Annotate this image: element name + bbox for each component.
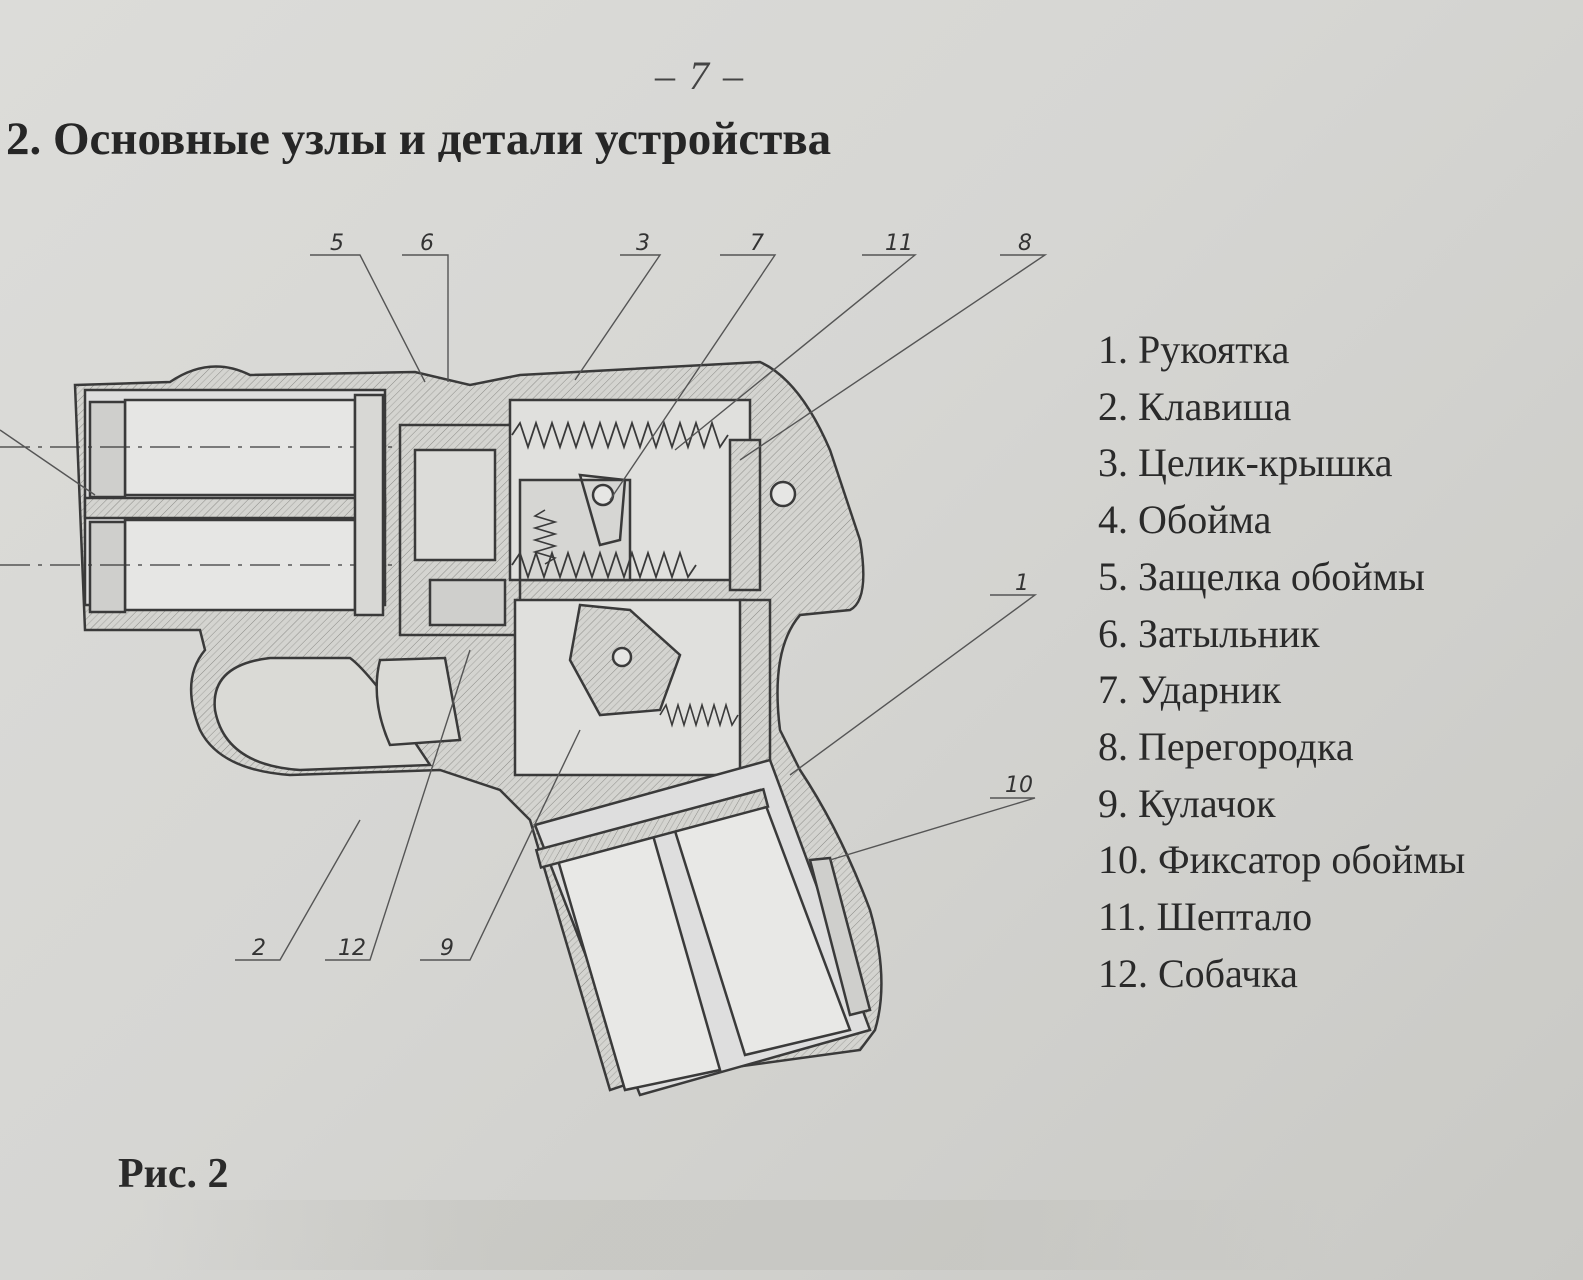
middle-spring xyxy=(511,550,697,580)
legend-item: 11. Шептало xyxy=(1098,894,1313,940)
callout-11: 11 xyxy=(885,231,913,256)
legend-item: 2. Клавиша xyxy=(1098,383,1292,429)
legend-item: 6. Затыльник xyxy=(1098,610,1320,656)
callout-7: 7 xyxy=(750,231,764,256)
rear-screw xyxy=(769,480,797,508)
legend-item: 5. Защелка обоймы xyxy=(1098,553,1425,599)
legend-item: 8. Перегородка xyxy=(1098,723,1354,769)
legend-item: 9. Кулачок xyxy=(1098,780,1276,826)
legend-item: 12. Собачка xyxy=(1098,950,1298,996)
grip-cassette xyxy=(533,758,872,1097)
legend-item: 7. Ударник xyxy=(1098,667,1282,713)
section-title: 2. Основные узлы и детали устройства xyxy=(6,113,832,165)
callout-8: 8 xyxy=(1018,231,1032,256)
bleed-through-shadow xyxy=(140,1200,1340,1270)
callout-12: 12 xyxy=(338,936,366,961)
legend-item: 1. Рукоятка xyxy=(1098,327,1290,372)
cassette-chambers xyxy=(0,388,560,617)
parts-legend: 1. Рукоятка 2. Клавиша 3. Целик-крышка 4… xyxy=(1098,322,1465,1002)
figure-caption: Рис. 2 xyxy=(118,1151,229,1197)
callout-6: 6 xyxy=(420,231,434,256)
callout-leaders xyxy=(0,254,1048,961)
callout-1: 1 xyxy=(1015,571,1029,596)
lower-spring xyxy=(659,702,739,728)
sear-pivot xyxy=(591,483,615,507)
pistol-body xyxy=(0,360,883,1097)
legend-item: 3. Целик-крышка xyxy=(1098,440,1393,486)
vertical-spring xyxy=(532,509,558,565)
callout-numbers: 5 6 3 7 11 8 1 10 2 12 9 xyxy=(252,231,1033,961)
callout-2: 2 xyxy=(252,936,266,961)
page-number: – 7 – xyxy=(655,53,745,98)
trigger-key xyxy=(375,656,462,747)
callout-10: 10 xyxy=(1005,773,1033,798)
callout-3: 3 xyxy=(636,231,650,256)
pistol-cross-section-drawing: 5 6 3 7 11 8 1 10 2 12 9 xyxy=(0,231,1048,1097)
legend-item: 10. Фиксатор обоймы xyxy=(1098,837,1466,883)
callout-5: 5 xyxy=(330,231,344,256)
upper-spring xyxy=(511,420,729,450)
striker-lever xyxy=(578,473,627,547)
callout-9: 9 xyxy=(440,936,454,961)
legend-item: 4. Обойма xyxy=(1098,497,1272,543)
